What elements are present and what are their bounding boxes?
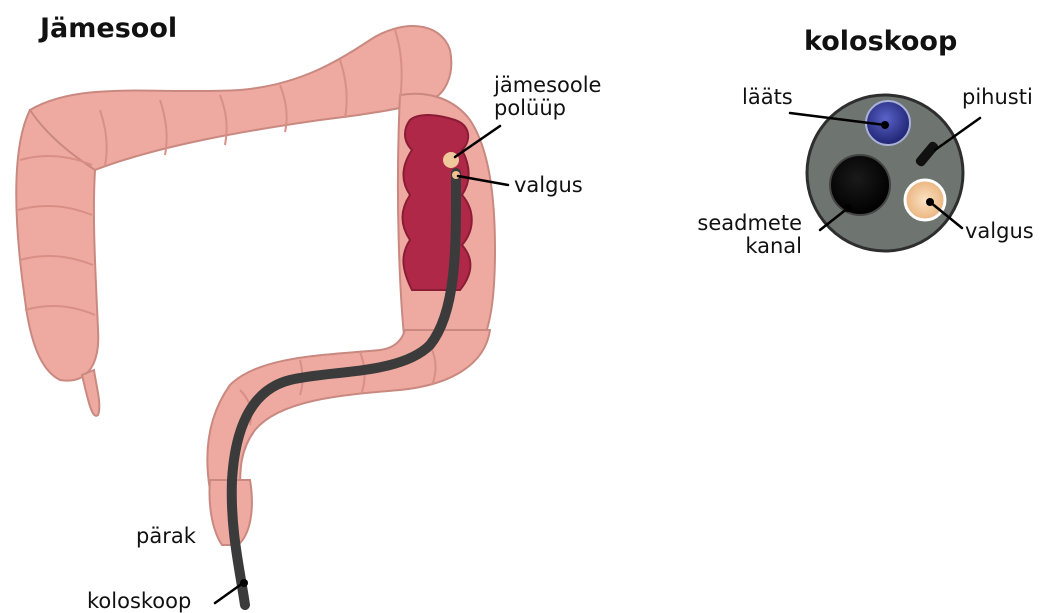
channel-label-line2: kanal bbox=[690, 235, 802, 258]
polyp-label-line1: jämesoole bbox=[494, 74, 601, 97]
colon-title: Jämesool bbox=[40, 13, 177, 44]
scope-light-label: valgus bbox=[965, 220, 1034, 242]
instrument-channel-hole bbox=[830, 155, 890, 215]
scope-title: koloskoop bbox=[804, 26, 957, 57]
colonoscope-marker-dot bbox=[240, 579, 248, 587]
nozzle-label: pihusti bbox=[962, 86, 1033, 108]
polyp-label-line2: polüüp bbox=[494, 97, 601, 120]
channel-label: seadmete kanal bbox=[690, 212, 802, 258]
anus-label: pärak bbox=[136, 525, 196, 547]
lens-label: lääts bbox=[742, 86, 793, 108]
colon-interior-cutaway bbox=[403, 115, 472, 290]
channel-label-line1: seadmete bbox=[690, 212, 802, 235]
colonoscope-label: koloskoop bbox=[87, 590, 191, 612]
light-circle bbox=[905, 180, 945, 220]
polyp-label: jämesoole polüüp bbox=[494, 74, 601, 120]
light-label: valgus bbox=[514, 174, 583, 196]
